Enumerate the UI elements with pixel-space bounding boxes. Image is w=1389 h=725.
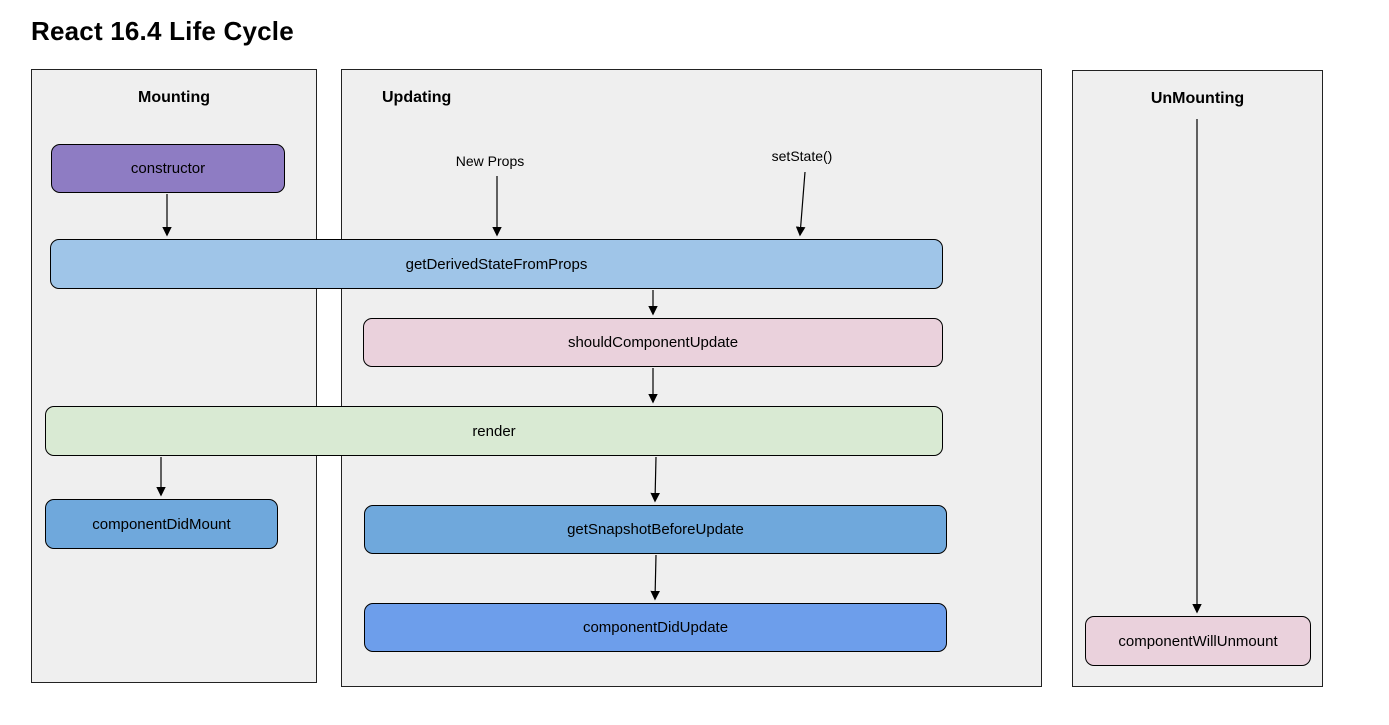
panel-unmounting: UnMounting [1072,70,1323,687]
panel-updating-title: Updating [382,89,452,106]
node-component-did-mount: componentDidMount [45,499,278,549]
node-get-snapshot-before-update: getSnapshotBeforeUpdate [364,505,947,554]
panel-updating: Updating [341,69,1042,687]
node-component-will-unmount: componentWillUnmount [1085,616,1311,666]
panel-unmounting-title: UnMounting [1150,90,1245,107]
page-title: React 16.4 Life Cycle [31,16,294,46]
node-component-did-update: componentDidUpdate [364,603,947,652]
setstate-label: setState() [771,148,833,164]
node-render: render [45,406,943,456]
node-should-component-update: shouldComponentUpdate [363,318,943,367]
node-constructor: constructor [51,144,285,193]
node-get-derived-state-from-props: getDerivedStateFromProps [50,239,943,289]
panel-mounting-title: Mounting [138,89,210,106]
new-props-label: New Props [455,153,525,169]
